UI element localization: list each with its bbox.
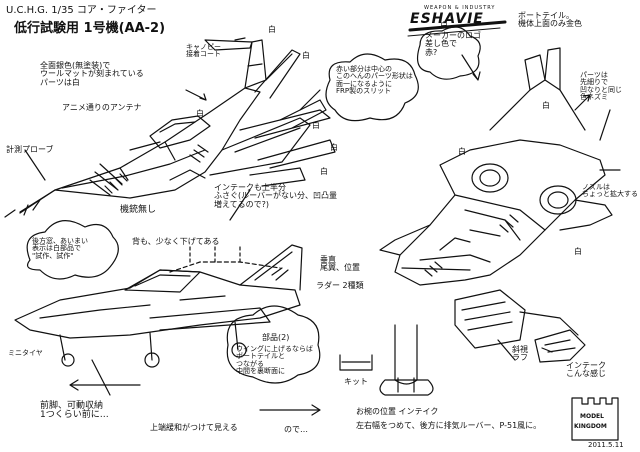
- aircraft-side-view: [14, 244, 321, 416]
- stamp-frame: [571, 397, 619, 441]
- shade-label: 白: [574, 247, 582, 256]
- note-center: 赤い部分は中心の このへんのパーツ形状は 面一になるように FRP製のスリット: [336, 65, 413, 96]
- note-antenna: アニメ通りのアンテナ: [62, 103, 142, 112]
- note-parts: パーツは 先細りで 凹なりと同じ 色ネズミ: [580, 71, 622, 102]
- stamp-text-2: KINGDOM: [574, 423, 607, 430]
- brand-logo-strokes: [407, 20, 507, 37]
- note-boat-tail: ボートテイル。 機体上面のみ金色: [518, 11, 582, 29]
- note-bottom-right: 左右幅をつめて、後方に排気ルーバー、P-51風に。: [356, 421, 542, 430]
- stamp-text-1: MODEL: [580, 413, 604, 420]
- note-nano: ので…: [284, 425, 308, 434]
- shade-label: 白: [542, 101, 550, 110]
- note-side-cloud1: 後方窓、あいまい 表示は白部品で "試作、試作": [32, 237, 88, 260]
- shade-label: 白: [196, 109, 204, 118]
- note-bottom-intake: お椀の位置 インテイク: [356, 407, 439, 416]
- sketch-date: 2011.5.11: [588, 441, 624, 449]
- note-rudder: ラダー 2種類: [316, 281, 364, 290]
- shade-label: 白: [312, 121, 320, 130]
- aircraft-top-view: [4, 37, 336, 218]
- note-cloud-right: [226, 305, 321, 384]
- sheet-subtitle: 低行試験用 1号機(AA-2): [14, 21, 166, 36]
- aircraft-front-view: [379, 47, 621, 286]
- note-mini-tire: ミニタイヤ: [8, 349, 43, 357]
- note-side-cloud2: 背も、少なく下げてある: [132, 237, 220, 246]
- oblique-parts: [454, 289, 586, 363]
- note-kit: キット: [344, 377, 368, 386]
- note-cloud-right-text: ウイングに上げるならば ボートテイルと つながる 中間を裏断面に: [236, 345, 313, 376]
- brand-top: WEAPON & INDUSTRY: [424, 5, 496, 11]
- note-cloud-maker: [417, 26, 481, 80]
- brand-logo: ESHAVIE: [410, 11, 484, 27]
- note-canopy: キャノピー 接着コート: [186, 43, 221, 59]
- note-gun: 機銃無し: [120, 205, 157, 215]
- note-maker-logo: メーカーのロゴ 差し色で 赤?: [425, 31, 481, 57]
- shade-label: 白: [458, 147, 466, 156]
- kit-parts: [339, 324, 434, 396]
- shade-label: 白: [440, 21, 448, 30]
- note-intake: インテークも上半分 ふさぐ(ルーバーがない分、凹凸量 増えてるので?): [214, 183, 338, 209]
- note-oblique: 斜視 ラフ: [512, 345, 528, 363]
- note-intake-label: インテーク こんな感じ: [566, 361, 606, 379]
- shade-label: 白: [268, 25, 276, 34]
- note-paint: 全面銀色(無塗装)で ウールマットが刻まれている パーツは白: [40, 61, 144, 87]
- note-cloud-left: [26, 220, 119, 280]
- note-nozzle: ノズルは ちょっと拡大する: [582, 183, 638, 199]
- note-tail: 垂直 尾翼、位置: [320, 255, 360, 273]
- sheet-title: U.C.H.G. 1/35 コア・ファイター: [6, 5, 157, 16]
- note-landing: 前脚、可動収納 1つくらい前に…: [40, 401, 109, 421]
- shade-label: 白: [330, 143, 338, 152]
- note-upper: 上端緩和がつけて見える: [150, 423, 238, 432]
- shade-label: 白: [320, 167, 328, 176]
- note-cloud-center: [325, 53, 419, 122]
- note-small-parts: 部品(2): [262, 333, 290, 342]
- note-pitot: 計測プローブ: [6, 145, 54, 154]
- shade-label: 白: [302, 51, 310, 60]
